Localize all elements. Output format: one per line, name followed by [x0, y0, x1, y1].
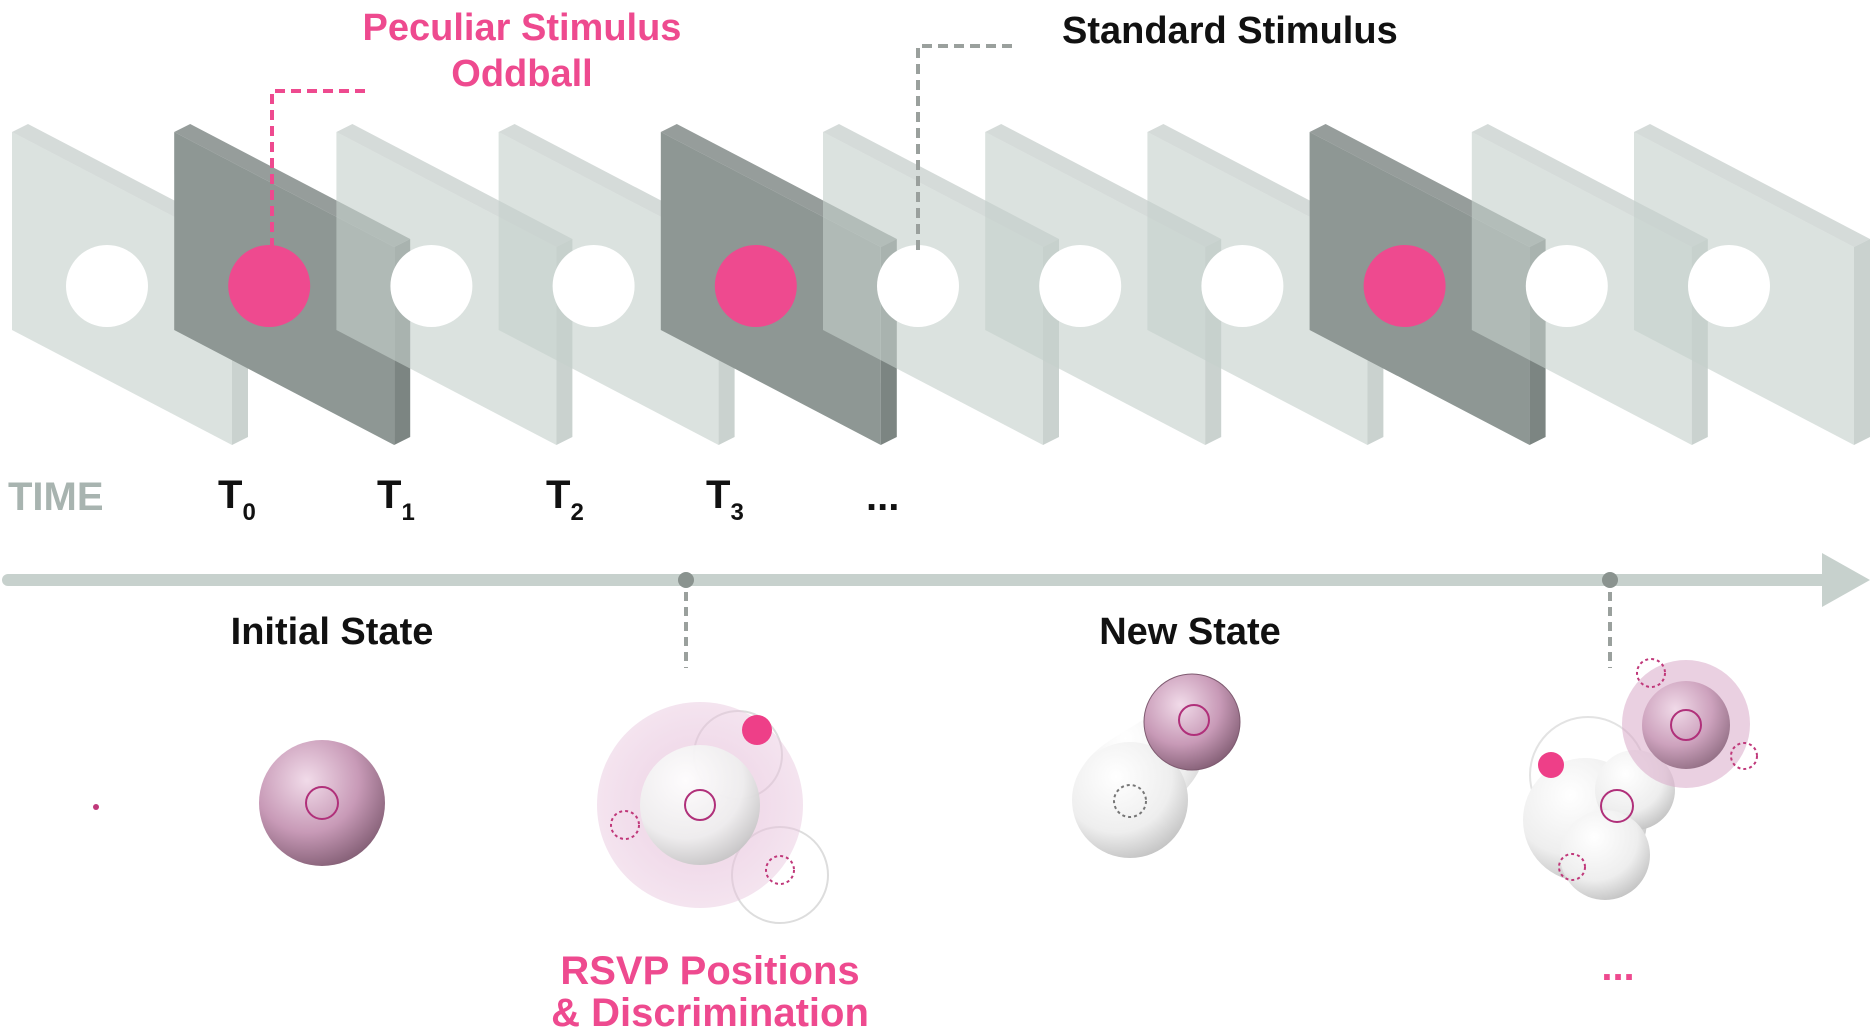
oddball-stimulus-circle [714, 245, 797, 327]
standard-stimulus-hole [552, 245, 635, 327]
dotted-ring [765, 855, 795, 885]
standard-stimulus-hole [1525, 245, 1608, 327]
time-tick-0: T0 [218, 473, 256, 526]
initial-state-label: Initial State [231, 611, 434, 653]
oddball-label-line1: Peculiar Stimulus [363, 7, 682, 49]
initial-state-sphere [259, 740, 385, 866]
dotted-ring [610, 810, 640, 840]
oddball-label-line2: Oddball [451, 53, 592, 95]
center-ring [684, 789, 716, 821]
bottom-ellipsis: ... [1601, 945, 1634, 989]
oddball-stimulus-circle [228, 245, 311, 327]
time-tick-3: T3 [706, 473, 744, 526]
standard-stimulus-hole [1688, 245, 1770, 327]
rsvp-label-line1: RSVP Positions [560, 949, 859, 993]
time-ellipsis: ... [866, 475, 899, 519]
standard-label: Standard Stimulus [1062, 10, 1398, 52]
new-state-label: New State [1099, 611, 1281, 653]
time-ticks: T0 T1 T2 T3 [218, 473, 744, 526]
center-ring [1600, 789, 1634, 823]
standard-stimulus-hole [1039, 245, 1122, 327]
dotted-ring [1558, 853, 1586, 881]
center-ring [1670, 709, 1702, 741]
timeline-marker-2 [1602, 572, 1618, 588]
timeline-marker-1 [678, 572, 694, 588]
standard-stimulus-hole [877, 245, 959, 327]
standard-stimulus-hole [66, 245, 148, 327]
dotted-ring [1730, 742, 1758, 770]
final-state-cluster [1523, 658, 1758, 900]
standard-callout-line [916, 44, 1018, 250]
center-ring [305, 786, 339, 820]
dotted-ring [1113, 784, 1147, 818]
center-ring [1178, 704, 1210, 736]
oddball-callout-line [270, 89, 370, 248]
standard-stimulus-hole [390, 245, 473, 327]
stimulus-frames [12, 124, 1870, 445]
standard-stimulus-hole [1201, 245, 1284, 327]
oddball-dot [742, 715, 772, 745]
new-state-cluster [1072, 673, 1241, 858]
rsvp-cluster [597, 702, 829, 924]
small-dot [93, 804, 99, 810]
dotted-ring [1636, 658, 1666, 688]
time-tick-1: T1 [377, 473, 415, 526]
time-axis-label: TIME [8, 475, 104, 519]
standard-frame [1634, 124, 1870, 445]
oddball-dot [1538, 752, 1564, 778]
oddball-stimulus-circle [1363, 245, 1446, 327]
time-tick-2: T2 [546, 473, 584, 526]
rsvp-label-line2: & Discrimination [551, 991, 869, 1030]
timeline-arrowhead [1822, 553, 1870, 607]
